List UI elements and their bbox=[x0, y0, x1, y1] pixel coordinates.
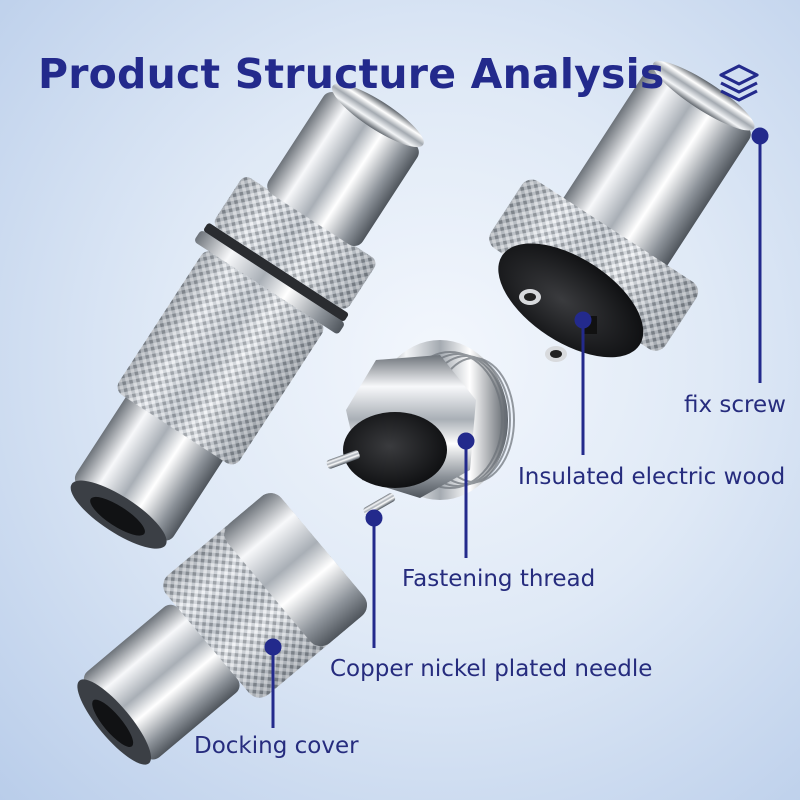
assembled-connector bbox=[70, 83, 424, 549]
layers-icon bbox=[719, 64, 759, 102]
socket-connector bbox=[489, 61, 755, 358]
page-title: Product Structure Analysis bbox=[38, 50, 665, 98]
panel-socket bbox=[326, 340, 515, 516]
fastening-thread-label: Fastening thread bbox=[402, 566, 596, 592]
insulated-wood-label: Insulated electric wood bbox=[518, 464, 786, 490]
fix-screw-label: fix screw bbox=[684, 392, 786, 418]
docking-cover-part bbox=[77, 493, 367, 765]
copper-needle-label: Copper nickel plated needle bbox=[330, 656, 653, 682]
docking-cover-label: Docking cover bbox=[194, 733, 359, 759]
